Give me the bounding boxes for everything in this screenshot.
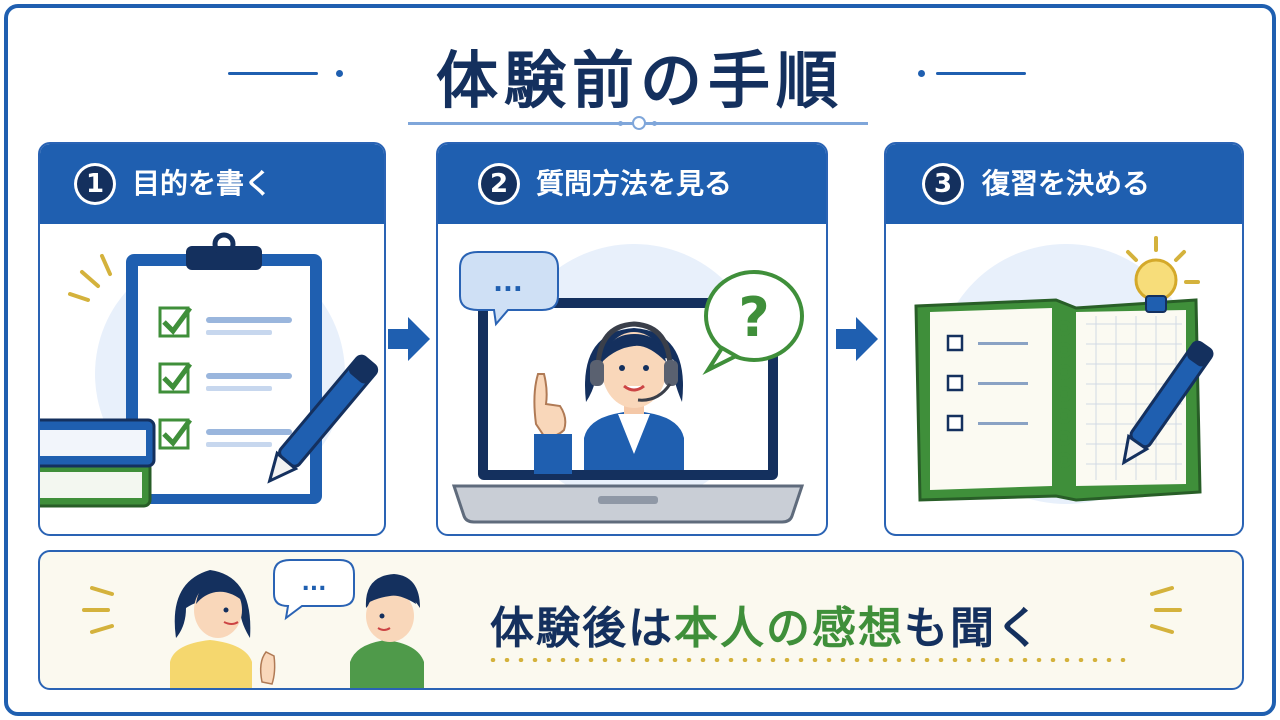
arrow-right-icon — [388, 317, 430, 361]
step-body-1 — [40, 224, 384, 534]
step-card-1: 1 目的を書く — [38, 142, 386, 536]
step-number-2: 2 — [481, 166, 517, 202]
step-title-3: 復習を決める — [982, 167, 1151, 200]
step-header-2: 2 質問方法を見る — [438, 144, 826, 224]
step-header-1: 1 目的を書く — [40, 144, 384, 224]
svg-text:?: ? — [738, 286, 769, 349]
step-title-1: 目的を書く — [132, 167, 273, 200]
title-underline-ring — [632, 116, 646, 130]
step-number-badge-2: 2 — [478, 163, 520, 205]
title-deco-dot-right — [918, 70, 925, 77]
step-number-badge-1: 1 — [74, 163, 116, 205]
title-underline-dot-left — [618, 121, 623, 126]
message-prefix: 体験後は — [490, 603, 674, 654]
clipboard-checklist-icon — [40, 232, 379, 508]
step-number-3: 3 — [925, 166, 961, 202]
title-deco-line-left — [228, 72, 318, 75]
notebook-lightbulb-icon — [914, 236, 1214, 504]
step-number-badge-3: 3 — [922, 163, 964, 205]
svg-text:...: ... — [493, 268, 523, 298]
laptop-video-call-icon: ... ? — [451, 244, 805, 524]
after-trial-message: 体験後は本人の感想も聞く — [490, 592, 1042, 656]
question-bubble-icon: ? — [702, 270, 804, 376]
step-body-3 — [886, 224, 1242, 534]
dotted-underline — [486, 658, 1126, 662]
title-underline-dot-right — [652, 121, 657, 126]
page-title: 体験前の手順 — [435, 44, 844, 117]
step-number-1: 1 — [77, 166, 113, 202]
title-deco-dot-left — [336, 70, 343, 77]
title-deco-line-right — [936, 72, 1026, 75]
step-title-2: 質問方法を見る — [536, 167, 733, 200]
message-highlight: 本人の感想 — [674, 603, 904, 654]
step-body-2: ... ? — [438, 224, 826, 534]
title-area: 体験前の手順 — [0, 30, 1280, 120]
step-card-3: 3 復習を決める — [884, 142, 1244, 536]
message-suffix: も聞く — [904, 603, 1042, 654]
speech-bubble-dots: ... — [459, 251, 559, 327]
arrow-right-icon — [836, 317, 878, 361]
after-trial-banner: ... 体験後は本人の感想も聞く — [38, 550, 1244, 690]
step-header-3: 3 復習を決める — [886, 144, 1242, 224]
svg-text:...: ... — [301, 571, 326, 596]
lightbulb-icon — [1126, 236, 1200, 313]
step-card-2: 2 質問方法を見る ... — [436, 142, 828, 536]
conversation-illustration: ... — [82, 559, 1182, 688]
